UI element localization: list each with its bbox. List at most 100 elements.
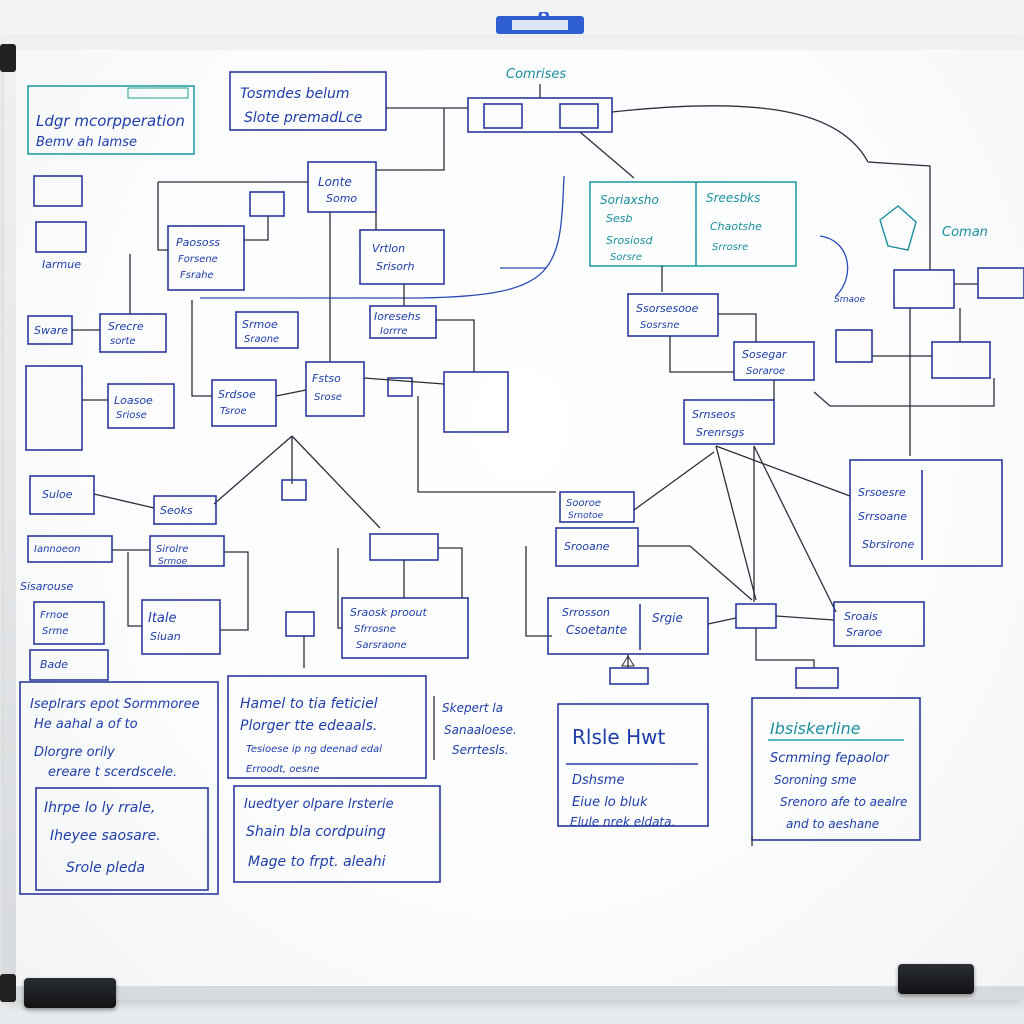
diagram-box	[33, 601, 105, 645]
diagram-box	[559, 491, 635, 523]
note-text: Shain bla cordpuing	[246, 824, 386, 840]
note-text: Hamel to tia feticiel	[240, 696, 378, 712]
diagram-label: Sosegar	[742, 348, 788, 361]
diagram-label: Ioresehs	[374, 310, 421, 323]
diagram-label: Slote premadLce	[244, 110, 362, 126]
diagram-box	[167, 225, 245, 291]
diagram-label: Srmoe	[242, 318, 278, 331]
note-text: Plorger tte edeaals.	[240, 718, 377, 734]
diagram-label: Soriaxsho	[600, 193, 659, 207]
diagram-label: Sraosk proout	[350, 606, 428, 619]
diagram-label: Siuan	[150, 630, 181, 643]
note-text: Iheyee saosare.	[50, 828, 161, 844]
diagram-label: Ssorsesooe	[636, 302, 699, 315]
diagram-label: Sreesbks	[706, 191, 760, 205]
note-text: Erroodt, oesne	[246, 764, 319, 775]
diagram-label: Bade	[40, 658, 68, 671]
diagram-box	[833, 601, 925, 647]
note-text: Serrtesls.	[452, 743, 509, 757]
diagram-label: Forsene	[178, 254, 218, 265]
diagram-label: Csoetante	[566, 623, 627, 637]
diagram-label: Tsroe	[220, 406, 247, 417]
note-box	[557, 703, 709, 827]
note-text: He aahal a of to	[34, 717, 138, 732]
diagram-label: Sraone	[244, 334, 279, 345]
note-text: Bemv ah Iamse	[36, 135, 137, 150]
note-text: Soroning sme	[774, 773, 857, 787]
frame-corner	[0, 44, 16, 72]
diagram-box	[107, 383, 175, 429]
diagram-label: Sbrsirone	[862, 538, 914, 551]
diagram-label: Srmoe	[158, 557, 188, 567]
diagram-label: Sfrrosne	[354, 624, 396, 635]
diagram-label: Iannoeon	[34, 544, 80, 555]
diagram-box	[305, 361, 365, 417]
diagram-label: Seoks	[160, 504, 193, 517]
diagram-label: Suloe	[42, 488, 73, 501]
note-text: Sanaaloese.	[444, 723, 517, 737]
diagram-label: Loasoe	[114, 394, 153, 407]
diagram-box	[235, 311, 299, 349]
note-text: Ldgr mcorpperation	[36, 112, 185, 130]
diagram-label: Sisarouse	[20, 580, 73, 593]
note-text: Mage to frpt. aleahi	[248, 854, 386, 870]
diagram-label: Comrises	[506, 67, 566, 82]
diagram-box	[141, 599, 221, 655]
diagram-label: Srnotoe	[568, 511, 604, 521]
note-text: Scmming fepaolor	[770, 751, 890, 766]
diagram-box	[229, 71, 387, 131]
note-text: ereare t scerdscele.	[48, 765, 177, 780]
note-box	[19, 681, 219, 895]
diagram-label: Srsoesre	[858, 486, 906, 499]
note-title: Rlsle Hwt	[572, 725, 665, 749]
diagram-label: Srose	[314, 392, 342, 403]
marker-clip-icon	[496, 12, 584, 34]
eraser-magnet[interactable]	[24, 978, 116, 1008]
diagram-box	[99, 313, 167, 353]
diagram-label: Frnoe	[40, 610, 68, 621]
diagram-box	[359, 229, 445, 285]
diagram-box	[589, 181, 797, 267]
whiteboard-surface	[16, 50, 1024, 986]
diagram-label: Lonte	[318, 175, 352, 189]
diagram-label: Srooane	[564, 540, 610, 553]
note-text: Eiue lo bluk	[572, 795, 648, 810]
note-text: Dshsme	[572, 773, 624, 788]
diagram-box	[29, 649, 109, 681]
diagram-box	[849, 459, 1003, 567]
note-box	[751, 697, 921, 841]
diagram-label: Sware	[34, 324, 68, 337]
eraser-magnet[interactable]	[898, 964, 974, 994]
diagram-box	[467, 97, 613, 133]
note-text: Iseplrars epot Sormmoree	[30, 697, 200, 712]
note-text: Tesioese ip ng deenad edal	[246, 744, 382, 755]
diagram-label: Sosrsne	[640, 320, 680, 331]
diagram-label: Srisorh	[376, 260, 415, 273]
diagram-label: Srrosson	[562, 606, 610, 619]
diagram-label: Iarmue	[42, 258, 81, 271]
diagram-label: Soraroe	[746, 366, 785, 377]
note-text: Elule nrek eldata.	[570, 815, 675, 829]
diagram-label: Sirolre	[156, 544, 188, 555]
note-text: Srenoro afe to aealre	[780, 795, 907, 809]
diagram-label: sorte	[110, 336, 136, 347]
diagram-label: Vrtlon	[372, 242, 405, 255]
diagram-box	[307, 161, 377, 213]
diagram-label: Fsrahe	[180, 270, 214, 281]
diagram-label: Srme	[42, 626, 68, 637]
diagram-label: Sroais	[844, 610, 878, 623]
diagram-label: Iorrre	[380, 326, 408, 337]
note-text: Srole pleda	[66, 860, 145, 876]
diagram-label: Coman	[942, 225, 988, 240]
note-text: Skepert la	[442, 701, 503, 715]
diagram-label: Srenrsgs	[696, 426, 744, 439]
diagram-label: Somo	[326, 192, 357, 205]
diagram-label: Sraroe	[846, 626, 882, 639]
note-box	[227, 675, 427, 779]
diagram-label: Sesb	[606, 212, 632, 225]
diagram-label: Itale	[148, 611, 177, 626]
diagram-label: Srosiosd	[606, 234, 653, 247]
note-text: Dlorgre orily	[34, 745, 115, 760]
note-box	[27, 85, 195, 155]
